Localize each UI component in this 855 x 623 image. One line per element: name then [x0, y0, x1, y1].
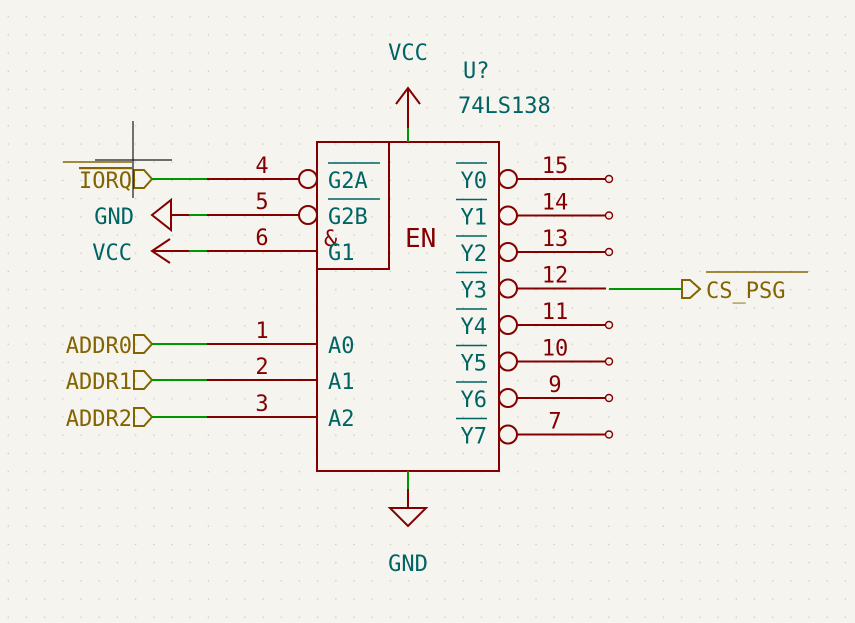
cs-psg-flag — [681, 279, 702, 299]
iorq-label: IORQ — [79, 169, 132, 194]
pin-number: 10 — [542, 337, 569, 362]
unconnected-pin-end — [604, 211, 614, 220]
pin-number: 4 — [255, 154, 268, 179]
addr1-flag — [133, 370, 154, 390]
vcc-left-label: VCC — [92, 241, 132, 266]
pin-name: Y6 — [461, 388, 488, 413]
addr1-label: ADDR1 — [66, 370, 132, 395]
pin-y6[interactable]: 9Y6 — [456, 373, 614, 413]
pin-number: 6 — [255, 226, 268, 251]
unconnected-pin-end — [604, 247, 614, 257]
global-label-addr2[interactable]: ADDR2 — [66, 407, 154, 432]
pin-a0[interactable]: 1A0 — [207, 319, 355, 359]
global-label-cs-psg[interactable]: CS_PSG — [609, 271, 808, 304]
pin-g1[interactable]: 6G1 — [207, 226, 355, 266]
pin-y7[interactable]: 7Y7 — [456, 410, 614, 450]
pin-name: Y4 — [461, 315, 488, 340]
addr2-label: ADDR2 — [66, 407, 132, 432]
enable-label: EN — [405, 224, 436, 254]
vcc-top-label: VCC — [388, 41, 428, 66]
pin-name: G2A — [328, 169, 368, 194]
pin-number: 11 — [542, 300, 569, 325]
cs-psg-label: CS_PSG — [706, 279, 785, 304]
pin-name: A1 — [328, 370, 355, 395]
unconnected-pin-end — [604, 430, 614, 439]
pin-name: A0 — [328, 334, 355, 359]
unconnected-pin-end — [604, 320, 614, 330]
pin-a2[interactable]: 3A2 — [207, 392, 355, 432]
pin-name: Y3 — [461, 279, 488, 304]
pin-name: G1 — [328, 241, 355, 266]
gnd-bottom-label: GND — [388, 552, 428, 577]
pin-number: 7 — [548, 410, 561, 435]
pin-number: 14 — [542, 191, 569, 216]
pin-name: Y2 — [461, 242, 488, 267]
iorq-flag — [133, 169, 154, 189]
pin-name: A2 — [328, 407, 355, 432]
pin-number: 5 — [255, 190, 268, 215]
gnd-power-bottom[interactable]: GND — [387, 471, 429, 577]
pin-name: Y5 — [461, 352, 488, 377]
pin-name: Y0 — [461, 169, 488, 194]
addr0-flag — [133, 334, 154, 354]
vcc-arrow — [395, 86, 421, 105]
pin-number: 9 — [548, 373, 561, 398]
power-gnd-g2b[interactable]: GND — [94, 197, 189, 233]
inversion-bubble — [298, 205, 318, 225]
gnd-left-label: GND — [94, 205, 134, 230]
vcc-power-top[interactable]: VCC — [388, 41, 428, 142]
enable-and-box — [316, 141, 390, 270]
and-label: & — [324, 227, 338, 252]
pin-number: 12 — [542, 264, 569, 289]
addr0-label: ADDR0 — [66, 334, 132, 359]
global-label-addr0[interactable]: ADDR0 — [66, 334, 154, 359]
addr2-flag — [133, 407, 154, 427]
reference-designator[interactable]: U? — [463, 59, 490, 84]
pin-name: Y1 — [461, 206, 488, 231]
pin-number: 15 — [542, 154, 569, 179]
unconnected-pin-end — [604, 393, 614, 403]
pin-number: 1 — [255, 319, 268, 344]
pin-number: 2 — [255, 355, 268, 380]
crosshair-cursor — [95, 121, 172, 198]
value-label[interactable]: 74LS138 — [458, 94, 551, 119]
global-label-iorq[interactable]: IORQ — [63, 161, 154, 194]
power-vcc-g1[interactable]: VCC — [92, 238, 189, 266]
pin-name: Y7 — [461, 425, 488, 450]
unconnected-pin-end — [604, 357, 614, 366]
pin-a1[interactable]: 2A1 — [207, 355, 355, 395]
pin-number: 13 — [542, 227, 569, 252]
inversion-bubble — [298, 169, 318, 189]
pin-name: G2B — [328, 205, 368, 230]
pin-number: 3 — [255, 392, 268, 417]
gnd-triangle — [387, 507, 429, 528]
left-wires — [152, 178, 207, 418]
global-label-addr1[interactable]: ADDR1 — [66, 370, 154, 395]
unconnected-pin-end — [604, 174, 614, 184]
